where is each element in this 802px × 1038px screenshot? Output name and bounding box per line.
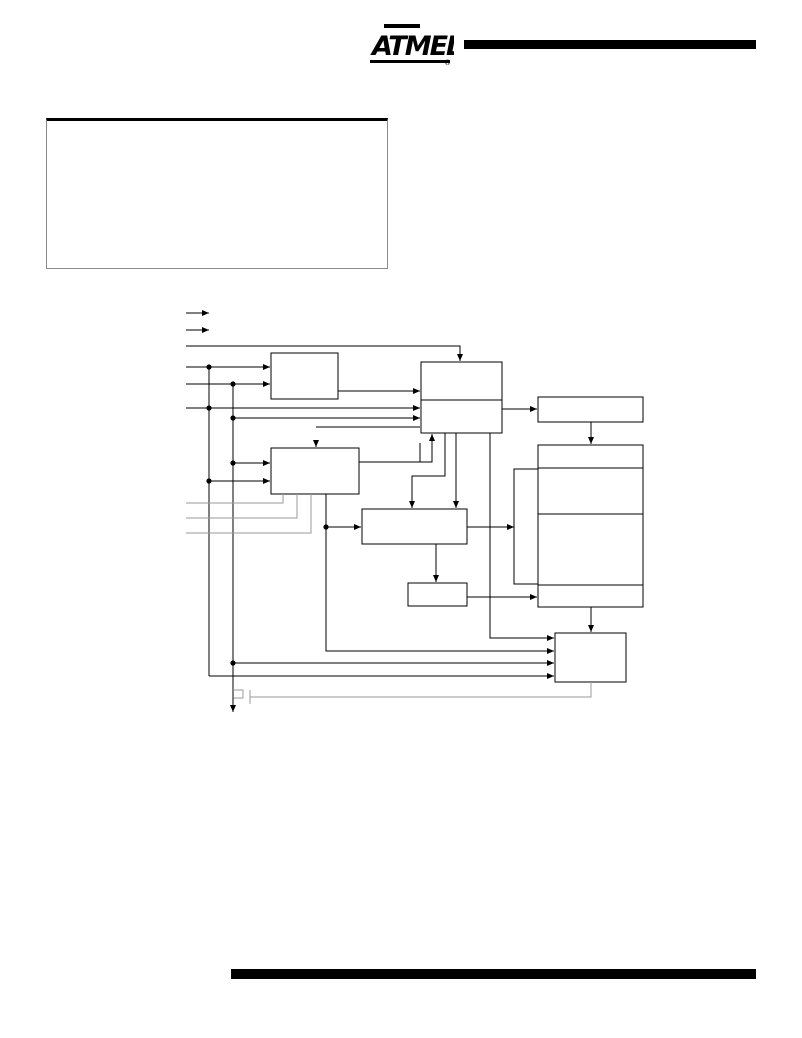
- note-box: [46, 118, 388, 269]
- block-f: [361, 508, 468, 545]
- logo-registered-mark: ®: [444, 59, 451, 66]
- footer-rule: [231, 969, 756, 979]
- block-d: [270, 447, 360, 495]
- atmel-logo: ATMEL ®: [370, 24, 454, 66]
- block-h: [554, 632, 627, 683]
- block-e-lower: [537, 513, 644, 586]
- logo-text: ATMEL: [370, 31, 454, 62]
- block-b-lower: [420, 399, 503, 434]
- block-c: [537, 396, 644, 423]
- block-b-upper: [420, 361, 503, 401]
- block-a: [270, 352, 339, 400]
- block-e-upper: [537, 467, 644, 515]
- block-g: [407, 582, 468, 607]
- block-e-bottom: [537, 584, 644, 608]
- header-rule: [464, 40, 756, 49]
- block-e-top: [537, 444, 644, 469]
